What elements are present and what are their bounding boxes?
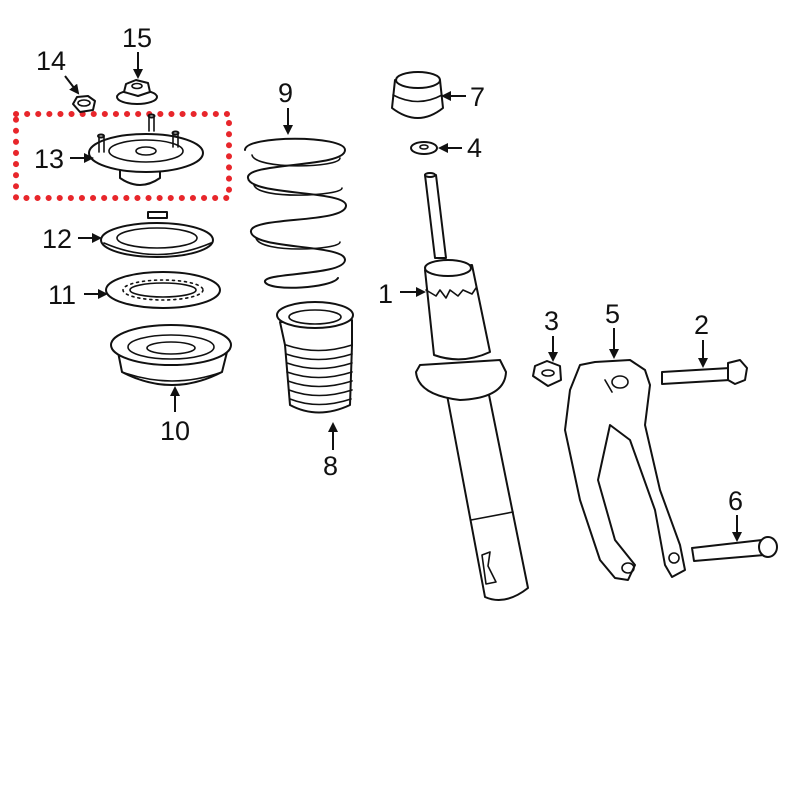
part-4-washer[interactable]	[410, 141, 438, 155]
part-2-bolt[interactable]	[661, 359, 748, 385]
part-7-bump-stop[interactable]	[391, 71, 444, 119]
callout-5: 5	[605, 299, 620, 329]
part-8-dust-boot[interactable]	[276, 301, 354, 414]
highlight-box	[13, 111, 232, 201]
callout-6: 6	[728, 486, 743, 516]
callout-2: 2	[694, 310, 709, 340]
part-13-strut-mount[interactable]	[88, 113, 204, 186]
callout-4: 4	[467, 133, 482, 163]
part-10-lower-seat[interactable]	[110, 324, 232, 386]
callout-13: 13	[34, 144, 64, 174]
part-15-flange-nut[interactable]	[116, 79, 158, 105]
callout-3: 3	[544, 306, 559, 336]
part-5-fork[interactable]	[564, 359, 686, 581]
callout-14: 14	[36, 46, 66, 76]
callout-10: 10	[160, 416, 190, 446]
part-6-bolt[interactable]	[691, 536, 778, 562]
part-1-strut[interactable]	[415, 172, 529, 601]
leader-lines	[64, 52, 742, 542]
part-14-nut[interactable]	[72, 95, 96, 113]
callout-labels: 1 2 3 4 5 6 7 8 9 10 11 12 13 14 15	[34, 23, 743, 516]
part-11-isolator[interactable]	[105, 271, 221, 309]
callout-11: 11	[48, 280, 76, 310]
callout-9: 9	[278, 78, 293, 108]
part-9-coil-spring[interactable]	[244, 137, 347, 289]
callout-8: 8	[323, 451, 338, 481]
callout-1: 1	[378, 279, 393, 309]
callout-7: 7	[470, 82, 485, 112]
callout-12: 12	[42, 224, 72, 254]
callout-15: 15	[122, 23, 152, 53]
part-12-spring-seat[interactable]	[100, 211, 214, 258]
part-3-nut[interactable]	[532, 360, 562, 387]
